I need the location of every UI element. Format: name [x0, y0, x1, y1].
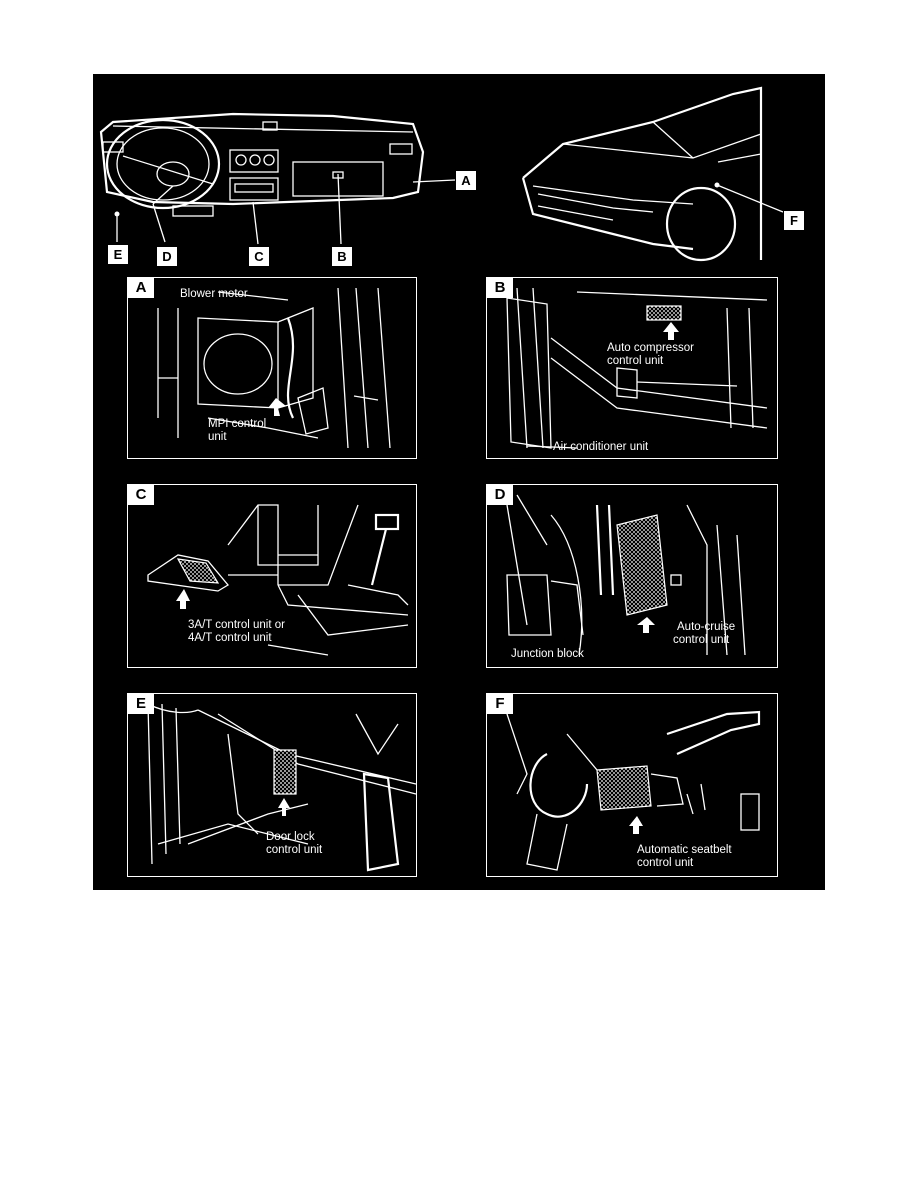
panel-c-badge: C: [128, 485, 154, 505]
component-location-figure: A B C D E F A Blower motor MPI control u…: [93, 74, 825, 890]
panel-c: C 3A/T control unit or 4A/T control unit: [127, 484, 417, 668]
overview-illustration: [99, 86, 784, 262]
dashboard-drawing: [99, 112, 456, 245]
label-at-control-unit-1: 3A/T control unit or: [188, 619, 285, 631]
callout-a: A: [455, 170, 477, 191]
panel-b: B Auto compressor control unit Air condi…: [486, 277, 778, 459]
panel-a: A Blower motor MPI control unit: [127, 277, 417, 459]
label-auto-cruise-1: Auto-cruise: [677, 621, 736, 633]
panel-a-badge: A: [128, 278, 154, 298]
callout-c: C: [248, 246, 270, 267]
car-exterior-drawing: [521, 86, 784, 262]
panel-f-badge: F: [487, 694, 513, 714]
panel-e-badge: E: [128, 694, 154, 714]
panel-b-badge: B: [487, 278, 513, 298]
label-automatic-seatbelt-1: Automatic seatbelt: [637, 844, 732, 856]
label-air-conditioner-unit: Air conditioner unit: [553, 441, 649, 453]
panel-d: D Auto-cruise control unit Junction bloc…: [486, 484, 778, 668]
label-mpi-control-unit-1: MPI control: [208, 418, 267, 430]
label-junction-block: Junction block: [511, 648, 584, 660]
callout-d: D: [156, 246, 178, 267]
label-auto-compressor-2: control unit: [607, 355, 664, 367]
panel-f: F Automatic seatbelt control unit: [486, 693, 778, 877]
panel-e: E Door lock control unit: [127, 693, 417, 877]
label-automatic-seatbelt-2: control unit: [637, 857, 694, 869]
label-door-lock-1: Door lock: [266, 831, 315, 843]
label-door-lock-2: control unit: [266, 844, 323, 856]
label-auto-cruise-2: control unit: [673, 634, 730, 646]
label-at-control-unit-2: 4A/T control unit: [188, 632, 272, 644]
callout-e: E: [107, 244, 129, 265]
panel-d-badge: D: [487, 485, 513, 505]
label-mpi-control-unit-2: unit: [208, 431, 227, 443]
label-auto-compressor-1: Auto compressor: [607, 342, 694, 354]
label-blower-motor: Blower motor: [180, 288, 248, 300]
callout-b: B: [331, 246, 353, 267]
callout-f: F: [783, 210, 805, 231]
